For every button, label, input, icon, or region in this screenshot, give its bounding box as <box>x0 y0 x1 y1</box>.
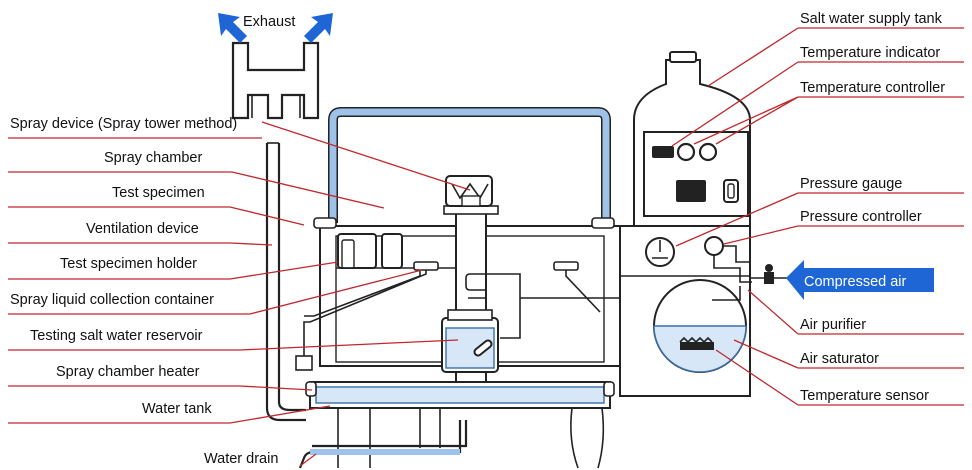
label-temperature-indicator: Temperature indicator <box>800 45 940 61</box>
water-tank <box>306 382 614 408</box>
label-spray-chamber-heater: Spray chamber heater <box>56 364 200 380</box>
air-purifier <box>750 264 790 284</box>
label-water-drain: Water drain <box>204 451 278 467</box>
label-spray-chamber: Spray chamber <box>104 150 202 166</box>
label-water-tank: Water tank <box>142 401 212 417</box>
label-spray-device: Spray device (Spray tower method) <box>10 116 237 132</box>
label-ventilation-device: Ventilation device <box>86 221 199 237</box>
water-drain <box>300 420 466 468</box>
chamber-legs <box>338 408 603 468</box>
label-test-specimen-holder: Test specimen holder <box>60 256 197 272</box>
control-panel <box>644 132 748 216</box>
label-spray-liquid-collection: Spray liquid collection container <box>10 292 214 308</box>
label-testing-salt-water-reservoir: Testing salt water reservoir <box>30 328 203 344</box>
temperature-sensor <box>680 342 714 350</box>
label-pressure-gauge: Pressure gauge <box>800 176 902 192</box>
label-air-purifier: Air purifier <box>800 317 866 333</box>
label-compressed-air: Compressed air <box>804 274 907 290</box>
test-specimens <box>338 234 402 268</box>
label-pressure-controller: Pressure controller <box>800 209 922 225</box>
label-test-specimen: Test specimen <box>112 185 205 201</box>
label-temperature-controller: Temperature controller <box>800 80 945 96</box>
pressure-controller <box>705 237 723 255</box>
testing-salt-water-reservoir <box>442 310 498 372</box>
air-system-cabinet <box>620 226 752 396</box>
label-temperature-sensor: Temperature sensor <box>800 388 929 404</box>
exhaust-duct <box>233 43 318 118</box>
label-air-saturator: Air saturator <box>800 351 879 367</box>
label-salt-water-supply-tank: Salt water supply tank <box>800 11 943 27</box>
exhaust-arrow-right-icon <box>304 13 333 43</box>
label-exhaust: Exhaust <box>243 14 295 30</box>
